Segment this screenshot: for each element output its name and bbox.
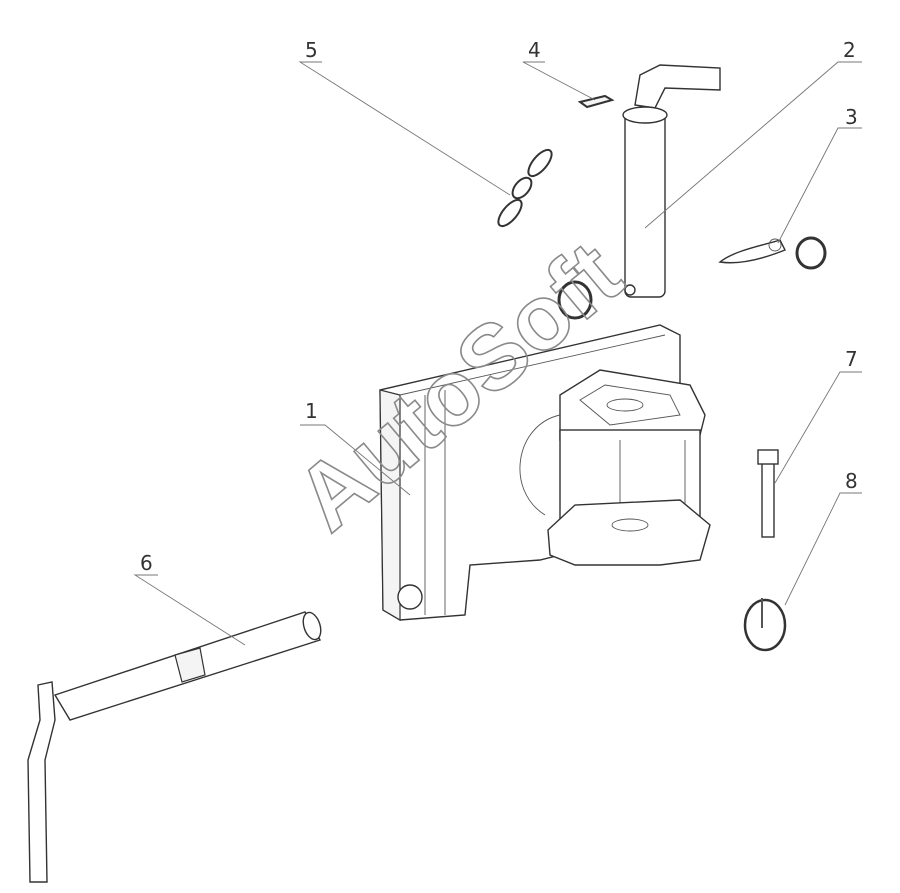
- ring: [557, 280, 593, 320]
- callout-1: 1: [305, 399, 318, 423]
- part-2-pin: [622, 64, 721, 298]
- part-8-spring: [743, 598, 787, 652]
- callout-7: 7: [845, 347, 858, 371]
- part-5-chain: [497, 148, 553, 228]
- part-1-housing: [379, 324, 711, 622]
- callout-5: 5: [305, 38, 318, 62]
- part-7-bolt: [757, 449, 779, 538]
- part-6-crank: [27, 611, 322, 883]
- callout-2: 2: [843, 38, 856, 62]
- callout-6: 6: [140, 551, 153, 575]
- leader-lines: [133, 61, 862, 646]
- part-3-clip: [718, 236, 827, 270]
- callout-8: 8: [845, 469, 858, 493]
- part-4-small-pin: [577, 94, 615, 109]
- callout-4: 4: [528, 38, 541, 62]
- callout-3: 3: [845, 105, 858, 129]
